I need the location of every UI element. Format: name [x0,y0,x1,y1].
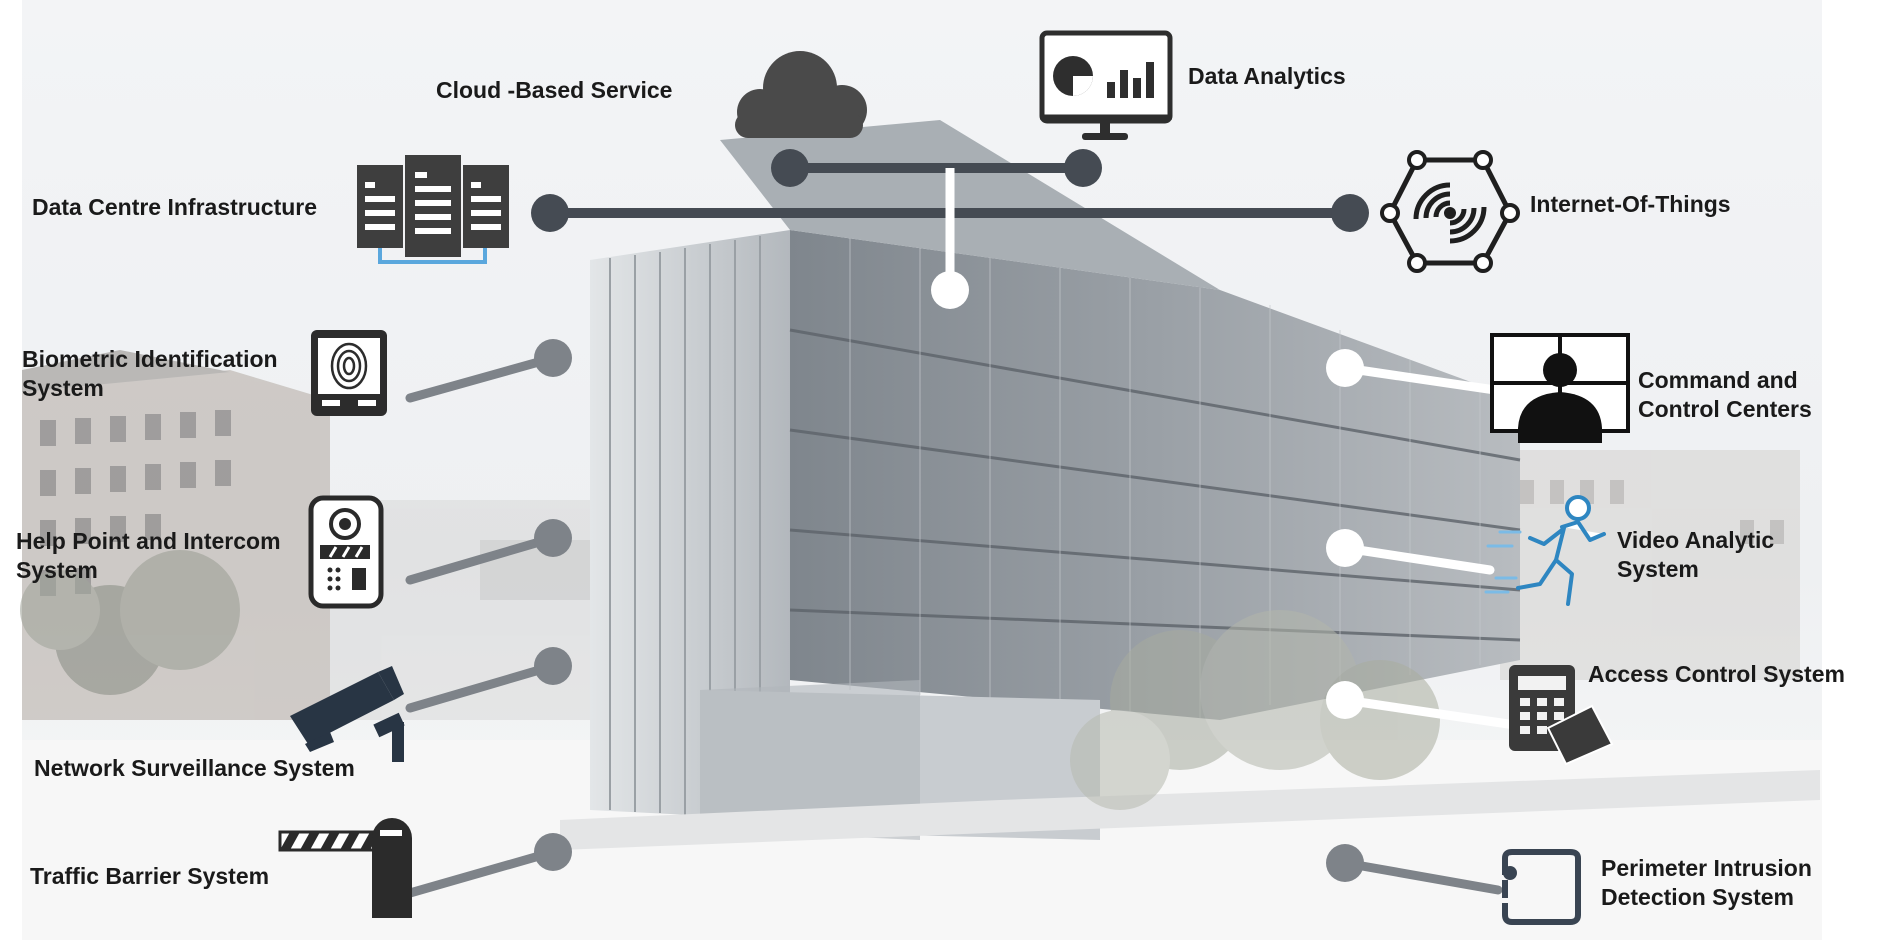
node-traffic [534,833,572,871]
node-datacentre [531,194,569,232]
server-rack-icon [357,155,509,264]
node-cloud [771,149,809,187]
node-biometric [534,339,572,377]
node-surveillance [534,647,572,685]
node-command [1326,349,1364,387]
running-person-icon [1516,495,1606,606]
access-keypad-icon [1509,665,1614,766]
label-data-centre-infrastructure: Data Centre Infrastructure [32,194,318,220]
node-perimeter [1326,844,1364,882]
node-building-core [931,271,969,309]
node-video [1326,529,1364,567]
control-center-icon [1490,333,1630,443]
fingerprint-reader-icon [311,330,387,416]
label-internet-of-things: Internet-Of-Things [1530,191,1731,217]
label-traffic-barrier: Traffic Barrier System [30,863,270,889]
cloud-icon [735,51,867,138]
node-analytics [1064,149,1102,187]
label-access-control-system: Access Control System [1588,661,1845,687]
motion-lines [1484,530,1522,594]
intercom-icon [308,495,384,609]
background-trees-left [20,550,240,695]
node-iot [1331,194,1369,232]
label-data-analytics: Data Analytics [1188,63,1346,89]
data-analytics-icon [1039,30,1173,140]
node-access [1326,681,1364,719]
label-cloud-based-service: Cloud -Based Service [436,77,673,103]
label-network-surveillance: Network Surveillance System [34,755,355,781]
node-help-point [534,519,572,557]
iot-nodes [1380,150,1520,273]
cctv-camera-icon [290,666,405,762]
traffic-barrier-icon [278,818,412,918]
perimeter-sensor-icon [1502,849,1581,925]
